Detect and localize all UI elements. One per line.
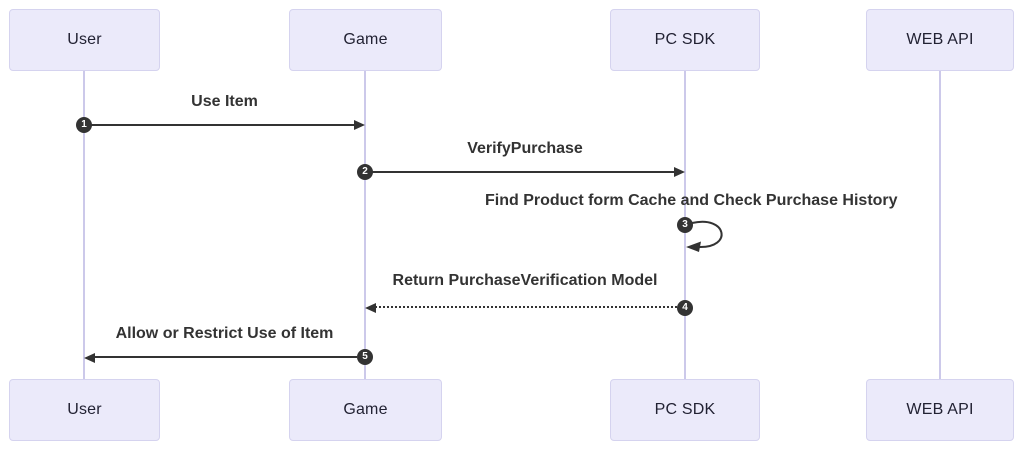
message-1-seq-badge: 1 <box>76 117 92 133</box>
message-5-line <box>94 356 357 358</box>
message-2-arrowhead-icon <box>674 166 685 177</box>
actor-label: Game <box>343 31 388 48</box>
lifeline-web-api <box>939 71 941 379</box>
lifeline-user <box>83 71 85 379</box>
message-1-line <box>84 124 355 126</box>
actor-label: User <box>67 31 102 48</box>
actor-label: PC SDK <box>654 401 716 418</box>
actor-label: WEB API <box>906 401 974 418</box>
message-5-label: Allow or Restrict Use of Item <box>115 325 334 342</box>
message-2-line <box>365 171 674 173</box>
message-2-seq-badge: 2 <box>357 164 373 180</box>
actor-bottom-user: User <box>9 379 160 441</box>
message-5-seq-badge: 5 <box>357 349 373 365</box>
actor-top-game: Game <box>289 9 442 71</box>
message-2-label: VerifyPurchase <box>467 140 583 157</box>
actor-bottom-web-api: WEB API <box>866 379 1014 441</box>
lifeline-game <box>364 71 366 379</box>
message-3-seq-badge: 3 <box>677 217 693 233</box>
message-4-arrowhead-icon <box>365 302 376 313</box>
actor-label: WEB API <box>906 31 974 48</box>
message-4-seq-badge: 4 <box>677 300 693 316</box>
actor-top-web-api: WEB API <box>866 9 1014 71</box>
message-4-label: Return PurchaseVerification Model <box>392 272 658 289</box>
message-1-label: Use Item <box>191 93 258 110</box>
actor-label: User <box>67 401 102 418</box>
actor-bottom-game: Game <box>289 379 442 441</box>
message-1-arrowhead-icon <box>354 119 365 130</box>
message-5-arrowhead-icon <box>84 352 95 363</box>
message-4-line <box>375 306 677 308</box>
message-3-label: Find Product form Cache and Check Purcha… <box>485 192 898 209</box>
actor-label: Game <box>343 401 388 418</box>
actor-top-user: User <box>9 9 160 71</box>
actor-top-pc-sdk: PC SDK <box>610 9 760 71</box>
actor-bottom-pc-sdk: PC SDK <box>610 379 760 441</box>
message-3-self-loop-arrow-icon <box>686 220 723 252</box>
actor-label: PC SDK <box>654 31 716 48</box>
